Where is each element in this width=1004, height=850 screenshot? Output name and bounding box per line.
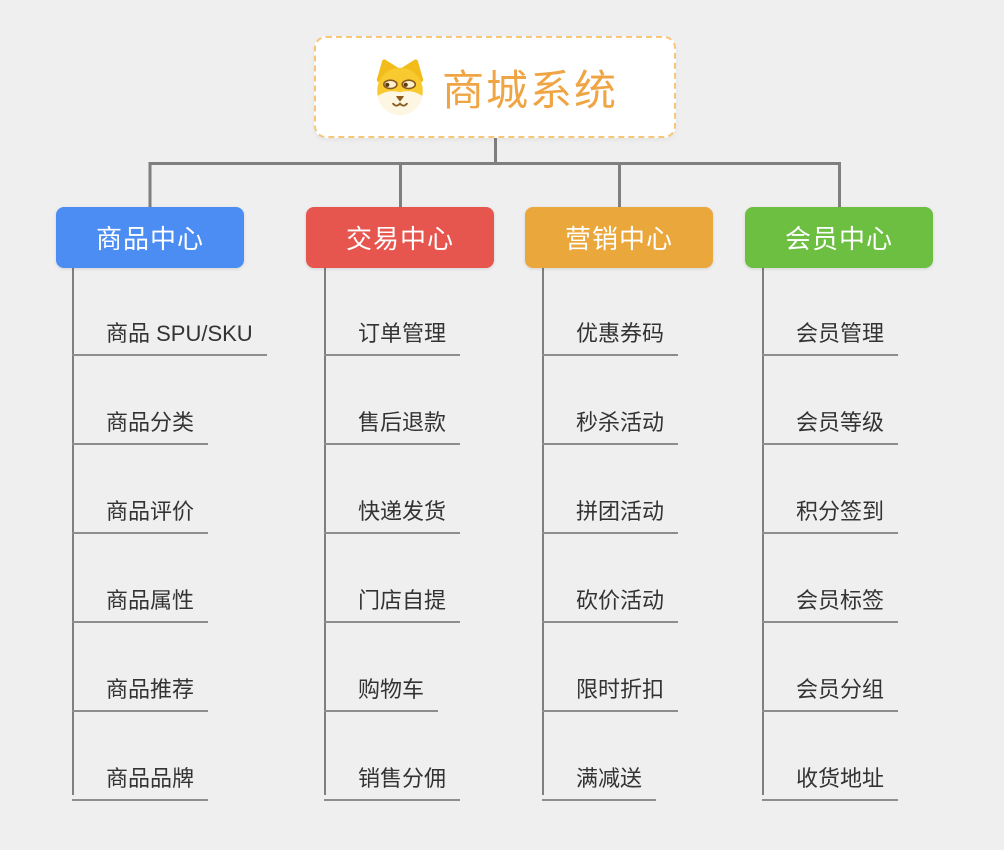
subtopic-item[interactable]: 积分签到 [762,494,899,534]
subtopic-item[interactable]: 商品推荐 [72,672,209,712]
root-node[interactable]: 商城系统 [314,36,676,138]
subtopic-item[interactable]: 秒杀活动 [542,405,679,445]
subtopic-item[interactable]: 会员等级 [762,405,899,445]
subtopic-item[interactable]: 会员管理 [762,316,899,356]
branch-header-label: 会员中心 [784,224,893,254]
subtopic-item[interactable]: 商品品牌 [72,761,209,801]
branch-column-trade: 订单管理 售后退款 快递发货 门店自提 购物车 销售分佣 [324,316,461,850]
branch-column-product: 商品 SPU/SKU 商品分类 商品评价 商品属性 商品推荐 商品品牌 [72,316,267,850]
branch-header-trade-center[interactable]: 交易中心 [306,207,494,268]
subtopic-item[interactable]: 商品属性 [72,583,209,623]
branch-header-label: 营销中心 [564,224,673,254]
branch-header-product-center[interactable]: 商品中心 [56,207,244,268]
subtopic-item[interactable]: 拼团活动 [542,494,679,534]
subtopic-item[interactable]: 优惠券码 [542,316,679,356]
subtopic-item[interactable]: 会员标签 [762,583,899,623]
doge-face-icon [376,59,424,115]
subtopic-item[interactable]: 销售分佣 [324,761,461,801]
subtopic-item[interactable]: 限时折扣 [542,672,679,712]
subtopic-item[interactable]: 商品评价 [72,494,209,534]
subtopic-item[interactable]: 商品分类 [72,405,209,445]
subtopic-item[interactable]: 快递发货 [324,494,461,534]
subtopic-item[interactable]: 售后退款 [324,405,461,445]
subtopic-item[interactable]: 门店自提 [324,583,461,623]
branch-column-member: 会员管理 会员等级 积分签到 会员标签 会员分组 收货地址 [762,316,899,850]
subtopic-item[interactable]: 购物车 [324,672,439,712]
subtopic-item[interactable]: 商品 SPU/SKU [72,316,267,356]
branch-header-label: 交易中心 [345,224,454,254]
root-node-label: 商城系统 [441,66,618,114]
subtopic-item[interactable]: 订单管理 [324,316,461,356]
subtopic-item[interactable]: 砍价活动 [542,583,679,623]
branch-header-label: 商品中心 [95,224,204,254]
subtopic-item[interactable]: 满减送 [542,761,657,801]
branch-header-member-center[interactable]: 会员中心 [745,207,933,268]
branch-column-marketing: 优惠券码 秒杀活动 拼团活动 砍价活动 限时折扣 满减送 [542,316,679,850]
subtopic-item[interactable]: 会员分组 [762,672,899,712]
subtopic-item[interactable]: 收货地址 [762,761,899,801]
branch-header-marketing-center[interactable]: 营销中心 [525,207,713,268]
